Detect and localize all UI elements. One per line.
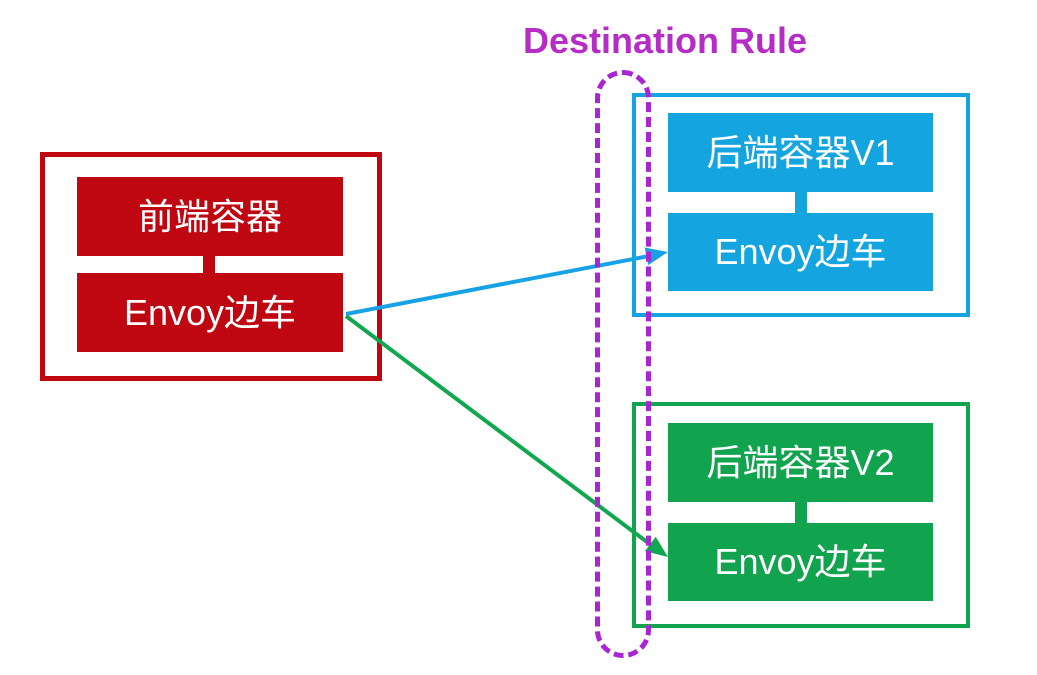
backend-v2-connector bbox=[795, 501, 807, 524]
destination-rule-dashed-outline bbox=[595, 70, 651, 658]
backend-v2-container-box: 后端容器V2 bbox=[668, 423, 933, 502]
backend-v1-envoy-sidecar-box: Envoy边车 bbox=[668, 213, 933, 291]
backend-v2-envoy-sidecar-box: Envoy边车 bbox=[668, 523, 933, 601]
frontend-container-box: 前端容器 bbox=[77, 177, 343, 256]
frontend-envoy-sidecar-box: Envoy边车 bbox=[77, 273, 343, 352]
backend-v1-connector bbox=[795, 191, 807, 214]
destination-rule-title: Destination Rule bbox=[522, 20, 808, 61]
backend-v1-pod-group bbox=[632, 93, 970, 317]
frontend-connector bbox=[203, 255, 215, 274]
backend-v1-container-box: 后端容器V1 bbox=[668, 113, 933, 192]
